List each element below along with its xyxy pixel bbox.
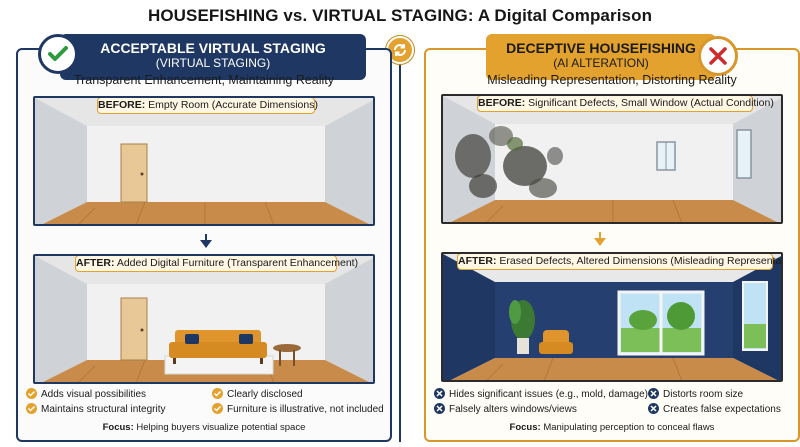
focus-statement: Focus: Helping buyers visualize potentia… <box>102 422 306 433</box>
panel-subtitle: Misleading Representation, Distorting Re… <box>487 73 737 87</box>
banner-title: DECEPTIVE HOUSEFISHING <box>506 40 696 56</box>
list-item: Hides significant issues (e.g., mold, da… <box>434 387 648 401</box>
panel-subtitle: Transparent Enhancement, Maintaining Rea… <box>73 73 335 87</box>
before-room-illustration: BEFORE: Significant Defects, Small Windo… <box>441 94 783 224</box>
x-icon <box>698 36 738 76</box>
check-icon <box>38 34 78 74</box>
arrow-stem <box>599 232 601 238</box>
x-circle-icon <box>434 402 445 414</box>
list-item: Distorts room size <box>648 387 743 401</box>
page-title: HOUSEFISHING vs. VIRTUAL STAGING: A Digi… <box>147 6 653 25</box>
before-room-illustration: BEFORE: Empty Room (Accurate Dimensions) <box>33 96 375 226</box>
banner-subtitle: (VIRTUAL STAGING) <box>155 56 271 70</box>
list-item: Maintains structural integrity <box>26 402 166 416</box>
focus-statement: Focus: Manipulating perception to concea… <box>509 422 715 433</box>
x-circle-icon <box>648 387 659 399</box>
banner-title: ACCEPTABLE VIRTUAL STAGING <box>100 40 326 56</box>
check-circle-icon <box>26 387 37 399</box>
housefishing-panel: DECEPTIVE HOUSEFISHING (AI ALTERATION) M… <box>424 34 800 442</box>
check-circle-icon <box>212 387 223 399</box>
after-room-illustration: AFTER: Erased Defects, Altered Dimension… <box>441 252 783 382</box>
arrow-stem <box>205 234 207 240</box>
before-tag: BEFORE: Significant Defects, Small Windo… <box>477 96 774 112</box>
check-circle-icon <box>212 402 223 414</box>
after-tag: AFTER: Added Digital Furniture (Transpar… <box>75 256 358 272</box>
banner-subtitle: (AI ALTERATION) <box>553 56 649 70</box>
list-item: Falsely alters windows/views <box>434 402 577 416</box>
after-room-illustration: AFTER: Added Digital Furniture (Transpar… <box>33 254 375 384</box>
after-tag: AFTER: Erased Defects, Altered Dimension… <box>457 254 781 270</box>
list-item: Adds visual possibilities <box>26 387 146 401</box>
housefishing-banner: DECEPTIVE HOUSEFISHING (AI ALTERATION) <box>486 34 716 80</box>
list-item: Clearly disclosed <box>212 387 303 401</box>
down-arrow-icon <box>200 240 212 248</box>
virtual-staging-panel: ACCEPTABLE VIRTUAL STAGING (VIRTUAL STAG… <box>16 34 392 442</box>
down-arrow-icon <box>594 238 606 246</box>
list-item: Creates false expectations <box>648 402 781 416</box>
check-circle-icon <box>26 402 37 414</box>
x-circle-icon <box>434 387 445 399</box>
center-divider <box>399 62 401 442</box>
list-item: Furniture is illustrative, not included <box>212 402 384 416</box>
virtual-staging-banner: ACCEPTABLE VIRTUAL STAGING (VIRTUAL STAG… <box>60 34 366 80</box>
before-tag: BEFORE: Empty Room (Accurate Dimensions) <box>97 98 318 114</box>
x-circle-icon <box>648 402 659 414</box>
